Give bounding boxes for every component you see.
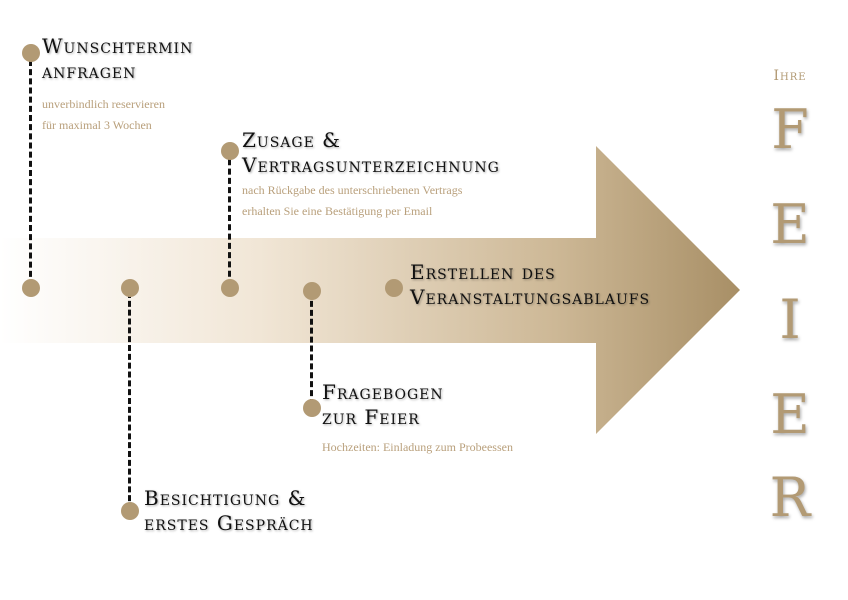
step-4-title: Fragebogen zur Feier [322,380,444,429]
feier-letter: E [770,383,810,446]
connector-step-3 [228,150,231,286]
step-2-title: Besichtigung & erstes Gespräch [144,486,314,535]
step-3-subtitle: nach Rückgabe des unterschriebenen Vertr… [242,183,463,218]
step-1-marker [22,44,40,62]
step-3-title: Zusage & Vertragsunterzeichnung [242,128,500,177]
feier-letter: R [769,466,811,529]
connector-step-4 [310,292,313,405]
connector-step-2 [128,292,131,510]
timeline-dot-5 [385,279,403,297]
feier-letter: I [779,288,801,351]
connector-step-1 [29,60,32,286]
feier-prefix: Ihre [773,68,807,84]
step-5-title: Erstellen des Veranstaltungsablaufs [410,260,651,309]
step-1-title: Wunschtermin anfragen [42,34,194,83]
step-4-marker [303,399,321,417]
step-2-marker [121,502,139,520]
feier-letter: E [770,193,810,256]
step-3-marker [221,142,239,160]
timeline-dot-2 [121,279,139,297]
timeline-dot-3 [221,279,239,297]
step-4-subtitle: Hochzeiten: Einladung zum Probeessen [322,440,513,454]
timeline-dot-1 [22,279,40,297]
feier-letter: F [771,98,809,161]
timeline-dot-4 [303,282,321,300]
step-1-subtitle: unverbindlich reservieren für maximal 3 … [42,97,165,132]
